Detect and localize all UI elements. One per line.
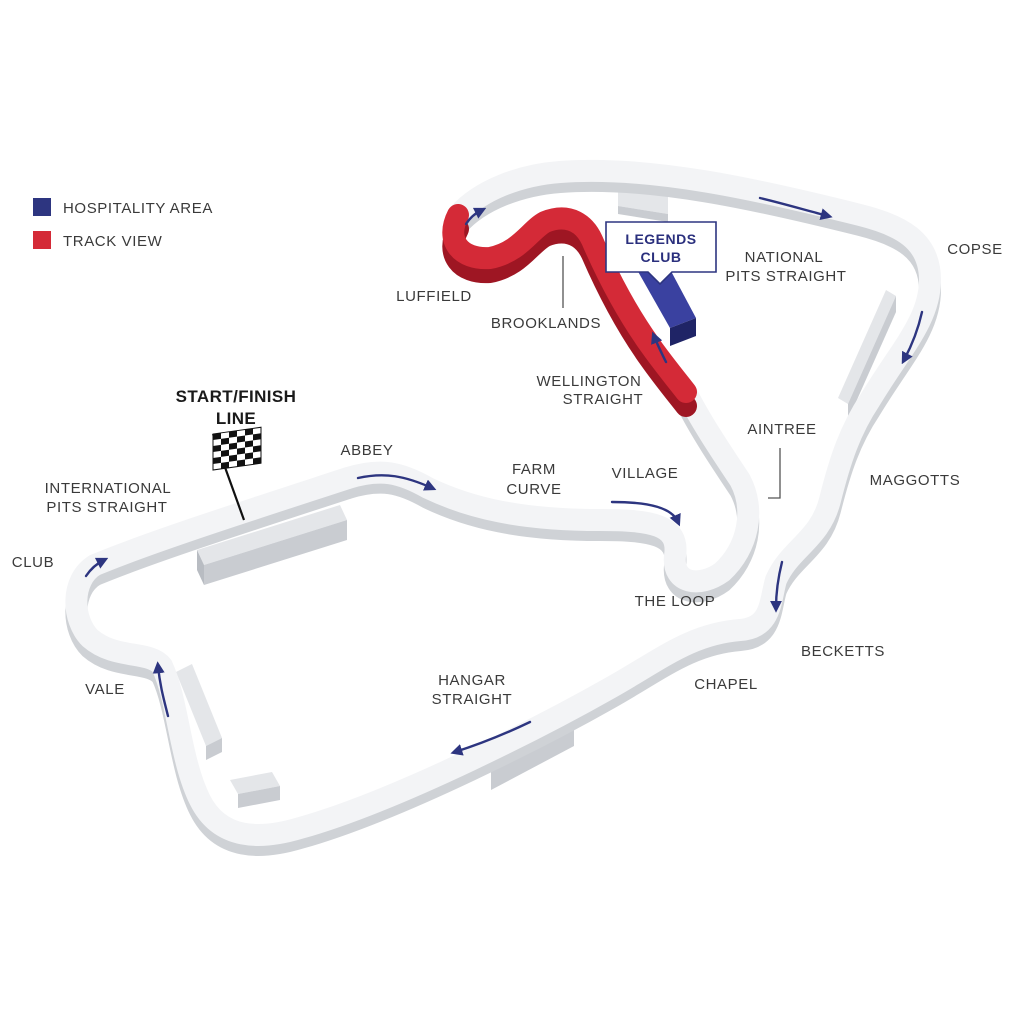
track-view-section <box>442 204 697 417</box>
grandstand-vale <box>176 664 222 760</box>
label-copse: COPSE <box>947 241 1003 258</box>
arrow-luffield <box>464 207 487 226</box>
label-aintree: AINTREE <box>747 421 816 438</box>
label-chapel: CHAPEL <box>694 676 758 693</box>
label-club: CLUB <box>12 554 54 571</box>
corner-labels: START/FINISH LINE LUFFIELD BROOKLANDS WE… <box>12 241 1003 708</box>
arrow-abbey <box>356 474 437 491</box>
label-wellington-1: WELLINGTON <box>537 373 642 390</box>
label-farm-1: FARM <box>512 461 556 478</box>
legend-swatch-track-view <box>33 231 51 249</box>
label-village: VILLAGE <box>612 465 679 482</box>
label-brooklands: BROOKLANDS <box>491 315 601 332</box>
grandstands <box>176 188 896 808</box>
label-intl-2: PITS STRAIGHT <box>46 499 167 516</box>
label-intl-1: INTERNATIONAL <box>45 480 172 497</box>
label-the-loop: THE LOOP <box>635 593 716 610</box>
arrow-club <box>84 557 109 578</box>
label-hangar-2: STRAIGHT <box>432 691 513 708</box>
arrow-copse <box>901 310 924 365</box>
start-finish-label-line2: LINE <box>216 409 256 428</box>
arrow-hangar <box>450 720 532 756</box>
leader-lines <box>562 256 781 499</box>
start-finish-label-line1: START/FINISH <box>176 387 297 406</box>
label-wellington-2: STRAIGHT <box>563 391 644 408</box>
start-finish-flag <box>211 426 262 521</box>
label-becketts: BECKETTS <box>801 643 885 660</box>
legends-club-callout: LEGENDS CLUB <box>605 221 717 286</box>
legend-swatch-hospitality <box>33 198 51 216</box>
label-farm-2: CURVE <box>506 481 561 498</box>
main-track <box>65 159 941 856</box>
arrow-village <box>610 500 681 527</box>
grandstand-stowe <box>230 772 280 808</box>
label-maggotts: MAGGOTTS <box>870 472 961 489</box>
grandstand-international <box>197 505 347 585</box>
label-national-2: PITS STRAIGHT <box>725 268 846 285</box>
legends-club-line2: CLUB <box>641 249 682 265</box>
map-legend: HOSPITALITY AREA TRACK VIEW <box>33 198 213 250</box>
legend-label-hospitality: HOSPITALITY AREA <box>63 200 213 217</box>
legends-club-line1: LEGENDS <box>625 231 696 247</box>
label-national-1: NATIONAL <box>745 249 824 266</box>
leader-aintree <box>768 448 781 499</box>
grandstand-maggotts <box>838 290 896 420</box>
label-hangar-1: HANGAR <box>438 672 506 689</box>
label-luffield: LUFFIELD <box>396 288 472 305</box>
label-vale: VALE <box>85 681 125 698</box>
arrow-national <box>758 196 833 220</box>
direction-arrows <box>84 196 924 756</box>
arrow-vale <box>152 661 170 718</box>
arrow-wellington <box>651 331 668 364</box>
label-abbey: ABBEY <box>340 442 393 459</box>
arrow-becketts <box>770 560 784 613</box>
legend-label-track-view: TRACK VIEW <box>63 233 163 250</box>
